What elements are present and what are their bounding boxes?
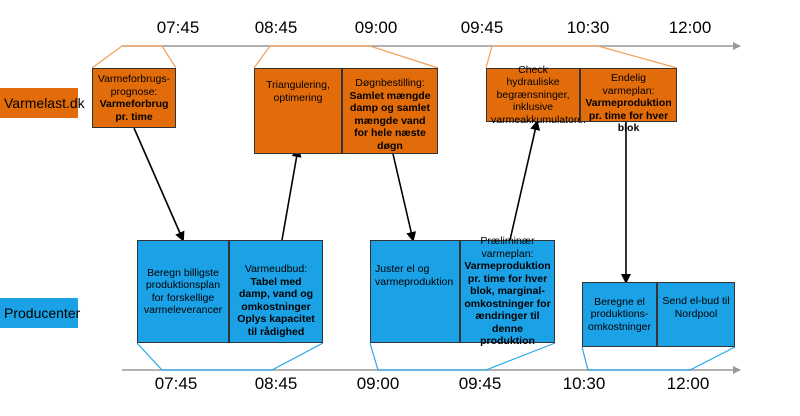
box-juster-el: Juster el og varmeproduktion xyxy=(370,240,460,343)
box-praeliminaer-varmeplan: Præliminær varmeplan: Varmeproduktion pr… xyxy=(460,235,555,347)
box-beregn-billigste: Beregn billigste produktionsplan for for… xyxy=(137,240,229,343)
box-beregne-el: Beregne el produktions-omkostninger xyxy=(582,282,657,347)
connector-o2 xyxy=(253,45,439,69)
box-praeliminaer-varmeplan-text: Præliminær varmeplan: xyxy=(480,235,535,260)
box-juster-el-text: Juster el og varmeproduktion xyxy=(375,263,454,288)
connector-b2 xyxy=(369,342,556,371)
box-check-hydrauliske-text: Check hydrauliske begrænsninger, inklusi… xyxy=(491,63,587,126)
box-doegnbestilling: Døgnbestilling: Samlet mængde damp og sa… xyxy=(342,68,438,154)
box-beregne-el-text: Beregne el produktions-omkostninger xyxy=(587,295,652,333)
lane-label-varmelast: Varmelast.dk xyxy=(0,88,85,118)
connector-b3 xyxy=(581,346,736,371)
lane-label-producenter: Producenter xyxy=(0,298,80,328)
top-time-0745: 07:45 xyxy=(156,18,200,37)
bottom-time-0945: 09:45 xyxy=(458,374,502,393)
box-triangulering-text: Triangulering, optimering xyxy=(266,79,330,104)
box-doegnbestilling-text: Døgnbestilling: xyxy=(355,77,425,89)
box-varmeforbrugsprognose-bold: Varmeforbrug pr. time xyxy=(99,98,169,123)
arrow-b2-to-o3 xyxy=(509,120,541,241)
box-praeliminaer-varmeplan-bold: Varmeproduktion pr. time for hver blok, … xyxy=(464,260,551,348)
arrow-o1-to-b1 xyxy=(133,127,185,242)
top-time-1200: 12:00 xyxy=(668,18,712,37)
bottom-time-0745: 07:45 xyxy=(154,374,198,393)
top-time-1030: 10:30 xyxy=(566,18,610,37)
box-endelig-varmeplan-bold: Varmeproduktion pr. time for hver blok xyxy=(585,97,672,134)
box-doegnbestilling-bold: Samlet mængde damp og samlet mængde vand… xyxy=(349,89,431,152)
top-time-0900: 09:00 xyxy=(354,18,398,37)
box-endelig-varmeplan: Endelig varmeplan: Varmeproduktion pr. t… xyxy=(580,68,677,134)
box-beregn-billigste-text: Beregn billigste produktionsplan for for… xyxy=(143,266,223,317)
box-endelig-varmeplan-text: Endelig varmeplan: xyxy=(602,72,655,97)
box-varmeudbud-bold: Tabel med damp, vand og omkostninger Opl… xyxy=(237,275,315,338)
box-check-hydrauliske: Check hydrauliske begrænsninger, inklusi… xyxy=(486,64,587,126)
box-send-el-bud: Send el-bud til Nordpool xyxy=(657,282,735,347)
bottom-time-0845: 08:45 xyxy=(254,374,298,393)
box-varmeudbud-text: Varmeudbud: xyxy=(244,263,308,275)
box-send-el-bud-text: Send el-bud til Nordpool xyxy=(662,295,730,320)
arrow-b1-to-o2 xyxy=(281,147,302,241)
box-varmeforbrugsprognose-text: Varmeforbrugs-prognose: xyxy=(97,73,171,98)
bottom-time-1200: 12:00 xyxy=(666,374,710,393)
box-triangulering: Triangulering, optimering xyxy=(254,68,342,154)
top-time-0945: 09:45 xyxy=(460,18,504,37)
top-time-0845: 08:45 xyxy=(254,18,298,37)
box-varmeforbrugsprognose: Varmeforbrugs-prognose: Varmeforbrug pr.… xyxy=(92,68,176,128)
connector-o3 xyxy=(485,45,678,69)
box-varmeudbud: Varmeudbud: Tabel med damp, vand og omko… xyxy=(229,240,323,343)
bottom-time-1030: 10:30 xyxy=(562,374,606,393)
arrow-o2-to-b2 xyxy=(392,153,417,242)
connector-o1 xyxy=(91,45,177,69)
bottom-time-0900: 09:00 xyxy=(356,374,400,393)
connector-b1 xyxy=(136,342,324,371)
